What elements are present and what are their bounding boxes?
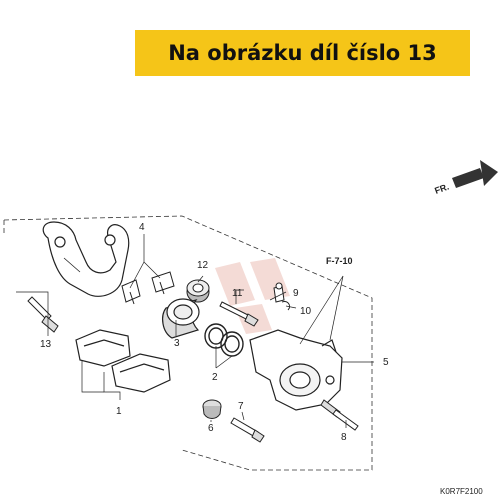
callout-4: 4: [139, 222, 145, 233]
dust-seal-12-illustration: [186, 279, 210, 303]
pad-spring-illustration: [121, 271, 175, 305]
reference-label: F-7-10: [326, 256, 353, 266]
callout-12: 12: [197, 260, 209, 271]
piston-illustration: [162, 298, 200, 339]
brake-pads-illustration: [75, 329, 171, 393]
callout-8: 8: [341, 432, 347, 443]
callout-6: 6: [208, 423, 214, 434]
group-outline: [3, 215, 373, 471]
callout-1: 1: [116, 406, 122, 417]
bolt-13-illustration: [27, 296, 59, 333]
front-direction-arrow: FR.: [433, 160, 498, 196]
callout-2: 2: [212, 372, 218, 383]
callout-10: 10: [300, 306, 312, 317]
bolt-8-illustration: [320, 399, 359, 431]
callout-5: 5: [383, 357, 389, 368]
callout-3: 3: [174, 338, 180, 349]
slide-pin-11-illustration: [219, 301, 259, 327]
caliper-body-illustration: [249, 329, 343, 411]
caliper-bracket-illustration: [42, 221, 130, 297]
banner-text: Na obrázku díl číslo 13: [168, 41, 437, 65]
callout-9: 9: [293, 288, 299, 299]
highlight-banner: Na obrázku díl číslo 13: [135, 30, 470, 76]
callout-7: 7: [238, 401, 244, 412]
boot-6-illustration: [202, 399, 222, 419]
callout-11: 11: [232, 288, 243, 299]
piston-seals-illustration: [204, 323, 244, 357]
callout-13: 13: [40, 339, 52, 350]
pin-7-illustration: [230, 417, 265, 443]
diagram-code: K0R7F2100: [440, 487, 483, 496]
leader-lines: [16, 234, 374, 428]
direction-marker-text: FR.: [433, 182, 450, 196]
